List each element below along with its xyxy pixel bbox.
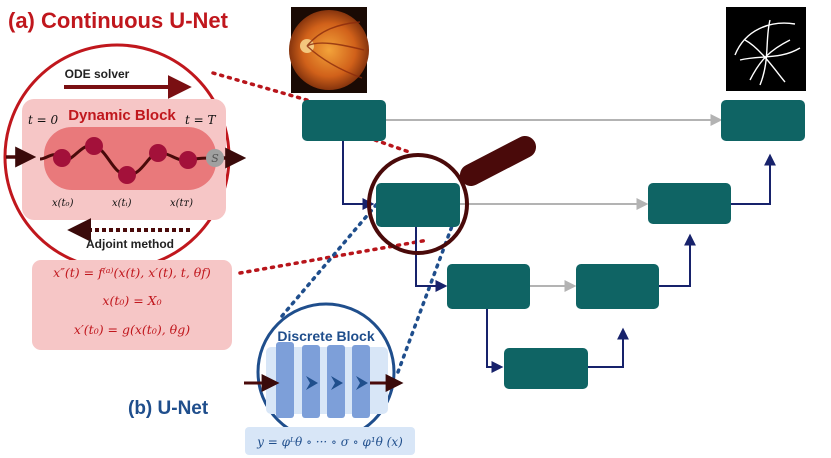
discrete-block-formula: y = φᴸθ ∘ ··· ∘ σ ∘ φ¹θ (x)	[256, 435, 403, 449]
encoder-block-1	[302, 100, 386, 141]
state-node-t0	[53, 149, 71, 167]
equation-1: x″(t) = f⁽ᵃ⁾(x(t), x′(t), t, θf)	[53, 265, 211, 280]
t-end-label: t = T	[185, 113, 217, 127]
decoder-block-3	[576, 264, 659, 309]
solver-symbol: S	[211, 152, 219, 165]
equation-2: x(t₀) = X₀	[102, 293, 161, 308]
vessel-segmentation-output	[726, 7, 806, 91]
x-t0-label: x(t₀)	[52, 198, 74, 209]
ode-solver-label: ODE solver	[65, 67, 130, 81]
state-node-t3	[149, 144, 167, 162]
solver-icon	[206, 149, 224, 167]
zoom-connector-top	[211, 71, 309, 102]
unet-title: (b) U-Net	[128, 398, 209, 419]
retina-input-image	[289, 7, 369, 93]
state-node-ti	[118, 166, 136, 184]
zoom-connector-mid	[373, 138, 414, 155]
t-start-label: t = 0	[28, 113, 59, 127]
discrete-block-title: Discrete Block	[277, 328, 374, 344]
magnifier-icon	[367, 136, 536, 255]
decoder-block-2	[648, 183, 731, 224]
discrete-connector-left	[280, 196, 384, 318]
equation-3: x′(t₀) = g(x(t₀), θg)	[74, 322, 190, 337]
decoder-block-1	[721, 100, 805, 141]
adjoint-method-label: Adjoint method	[86, 237, 174, 251]
discrete-formula-box	[245, 427, 415, 455]
discrete-connector-right	[396, 216, 457, 374]
encoder-block-3	[447, 264, 530, 309]
state-node-t1	[85, 137, 103, 155]
dynamic-block-title: Dynamic Block	[68, 107, 176, 124]
unet-data-flow	[342, 141, 776, 373]
dynamic-block-panel	[3, 43, 247, 271]
x-tT-label: x(tᴛ)	[170, 198, 193, 209]
encoder-block-2	[376, 183, 460, 227]
state-node-tT	[179, 151, 197, 169]
x-ti-label: x(tᵢ)	[112, 198, 132, 209]
continuous-unet-title: (a) Continuous U-Net	[8, 8, 228, 33]
layer-bar-1	[276, 342, 294, 418]
equations-panel	[32, 260, 232, 350]
bottleneck-block	[504, 348, 588, 389]
discrete-block-panel	[244, 302, 404, 442]
